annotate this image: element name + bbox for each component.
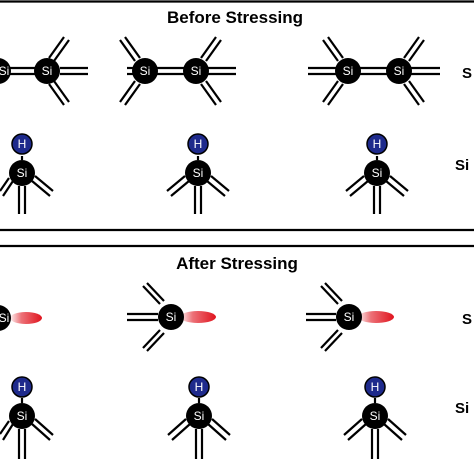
- h-atom: [364, 376, 386, 398]
- si-atom: [9, 403, 35, 429]
- si-atom: [34, 58, 60, 84]
- si-atom-label: Si: [0, 64, 9, 78]
- h-atom-label: H: [18, 137, 27, 151]
- h-atom: [11, 133, 33, 155]
- si-atom: [364, 160, 390, 186]
- after-row2-bonds: [0, 398, 407, 459]
- before-row1-group1: [10, 36, 88, 106]
- before-row2-atoms: H Si H Si H Si: [9, 133, 390, 186]
- side-label-before-row1: S: [462, 65, 472, 82]
- h-atom-label: H: [18, 380, 27, 394]
- si-atom: [386, 58, 412, 84]
- si-atom-label: Si: [343, 64, 354, 78]
- si-atom: [186, 403, 212, 429]
- h-atom: [188, 376, 210, 398]
- si-atom: [132, 58, 158, 84]
- si-atom-label: Si: [372, 166, 383, 180]
- si-atom: [336, 304, 362, 330]
- si-atom-label: Si: [17, 409, 28, 423]
- si-atom: [335, 58, 361, 84]
- h-atom: [11, 376, 33, 398]
- si-atom-label: Si: [0, 311, 9, 325]
- after-row1-bonds: [127, 282, 343, 352]
- si-atom-label: Si: [370, 409, 381, 423]
- si-atom: [185, 160, 211, 186]
- h-atom-label: H: [371, 380, 380, 394]
- h-atom: [187, 133, 209, 155]
- si-atom-label: Si: [344, 310, 355, 324]
- before-title: Before Stressing: [167, 8, 303, 27]
- dangling-bond: [180, 311, 216, 323]
- si-atom: [183, 58, 209, 84]
- si-atom: [0, 58, 11, 84]
- before-row1-group2: [119, 36, 236, 106]
- h-atom: [366, 133, 388, 155]
- h-atom-label: H: [373, 137, 382, 151]
- h-atom-label: H: [195, 380, 204, 394]
- si-atom-label: Si: [193, 166, 204, 180]
- after-row1-dangling: [10, 311, 394, 324]
- side-label-before-row2: Si: [455, 157, 469, 174]
- side-label-after-row2: Si: [455, 400, 469, 417]
- before-row1-group3: [308, 36, 440, 106]
- dangling-bond: [10, 312, 42, 324]
- before-row2-bonds: [0, 156, 409, 214]
- si-atom-label: Si: [194, 409, 205, 423]
- dangling-bond: [358, 311, 394, 323]
- si-atom-label: Si: [17, 166, 28, 180]
- si-atom-label: Si: [42, 64, 53, 78]
- si-atom-label: Si: [140, 64, 151, 78]
- after-title: After Stressing: [176, 254, 298, 273]
- si-atom-label: Si: [191, 64, 202, 78]
- h-atom-label: H: [194, 137, 203, 151]
- si-atom: [9, 160, 35, 186]
- after-row2-atoms: H Si H Si H Si: [9, 376, 388, 429]
- frame: [0, 0, 474, 248]
- si-atom: [158, 304, 184, 330]
- side-label-after-row1: S: [462, 311, 472, 328]
- si-atom: [0, 305, 11, 331]
- si-atom-label: Si: [166, 310, 177, 324]
- before-row1-atoms: Si Si Si Si Si Si: [0, 58, 412, 84]
- after-row1-atoms: Si Si Si: [0, 304, 362, 331]
- si-atom-label: Si: [394, 64, 405, 78]
- si-atom: [362, 403, 388, 429]
